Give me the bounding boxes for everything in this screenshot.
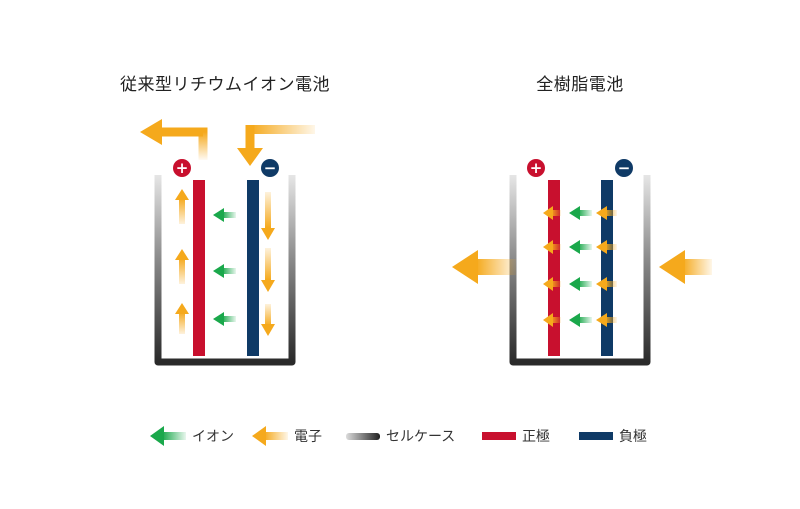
legend-item-electron: 電子 xyxy=(252,423,322,449)
electron-flow-out-left xyxy=(140,119,208,160)
electron-arrows-down xyxy=(261,192,275,336)
electron-arrow-down xyxy=(261,248,275,292)
electron-arrow-left xyxy=(543,206,561,220)
ion-arrow xyxy=(569,313,592,327)
legend-label-positive: 正極 xyxy=(522,429,550,445)
negative-symbol: − xyxy=(618,159,631,177)
ion-arrows-left xyxy=(213,208,236,326)
negative-terminal-right: − xyxy=(615,159,633,177)
legend-item-positive: 正極 xyxy=(482,423,550,449)
electron-flow-in-left xyxy=(237,125,315,166)
ion-arrow xyxy=(213,208,236,222)
electron-arrow-down xyxy=(261,192,275,240)
electron-arrow-up xyxy=(175,189,189,224)
all-resin-battery-title: 全樹脂電池 xyxy=(536,75,624,95)
electron-arrow-left xyxy=(543,313,561,327)
legend-label-electron: 電子 xyxy=(294,429,322,445)
legend-item-ion: イオン xyxy=(150,423,234,449)
positive-terminal-left: + xyxy=(173,159,191,177)
positive-swatch-icon xyxy=(482,432,516,440)
ion-arrow xyxy=(569,240,592,254)
electron-arrow-left xyxy=(596,240,617,254)
positive-terminal-right: + xyxy=(527,159,545,177)
electron-arrow-left xyxy=(543,240,561,254)
positive-symbol: + xyxy=(176,159,189,177)
conventional-battery-title: 従来型リチウムイオン電池 xyxy=(120,75,330,95)
negative-electrode-right xyxy=(601,180,613,356)
electron-arrow-left xyxy=(596,277,617,291)
positive-symbol: + xyxy=(530,159,543,177)
electron-arrow-left xyxy=(596,313,617,327)
electron-flow-in-right xyxy=(659,250,712,284)
ion-arrow xyxy=(569,206,592,220)
legend-label-cell-case: セルケース xyxy=(386,429,456,445)
legend-label-negative: 負極 xyxy=(619,429,647,445)
legend-item-negative: 負極 xyxy=(579,423,647,449)
electron-arrow-icon xyxy=(252,426,288,446)
positive-electrode-left xyxy=(193,180,205,356)
electron-arrow-up xyxy=(175,249,189,284)
all-resin-battery: + − xyxy=(452,159,712,366)
electron-arrow-up xyxy=(175,303,189,334)
battery-comparison-diagram: + − xyxy=(140,119,712,366)
legend: イオン 電子 セルケース 正極 負極 xyxy=(0,423,800,449)
cell-case-right xyxy=(509,175,651,366)
electron-arrow-left xyxy=(543,277,561,291)
legend-item-cell-case: セルケース xyxy=(346,423,455,449)
electron-flow-out-right xyxy=(452,250,516,284)
ion-arrow xyxy=(213,264,236,278)
negative-symbol: − xyxy=(264,159,277,177)
ion-arrow-icon xyxy=(150,426,186,446)
negative-electrode-left xyxy=(247,180,259,356)
ion-arrow xyxy=(569,277,592,291)
electron-arrow-down xyxy=(261,304,275,336)
positive-electrode-right xyxy=(548,180,560,356)
electron-arrows-up xyxy=(175,189,189,334)
legend-label-ion: イオン xyxy=(192,429,234,445)
cell-case-left xyxy=(154,175,296,366)
negative-terminal-left: − xyxy=(261,159,279,177)
negative-swatch-icon xyxy=(579,432,613,440)
cell-case-swatch-icon xyxy=(346,433,380,440)
conventional-battery: + − xyxy=(140,119,315,366)
arrow-rows-right xyxy=(543,206,617,327)
ion-arrow xyxy=(213,312,236,326)
electron-arrow-left xyxy=(596,206,617,220)
